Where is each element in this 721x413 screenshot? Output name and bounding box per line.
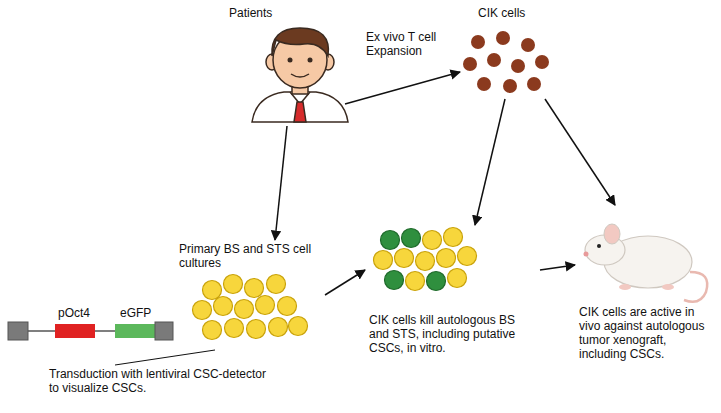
patient-icon (252, 28, 348, 122)
mouse (584, 224, 708, 302)
arrow (275, 126, 287, 240)
patient-group: Patients (215, 4, 345, 126)
tumor-cells (193, 275, 308, 340)
node-text: Transduction with lentiviral CSC-detecto… (49, 367, 268, 395)
xenograft-group: CIK cells are active in vivo against aut… (575, 205, 715, 385)
arrow (345, 72, 460, 104)
arrow (475, 99, 505, 225)
lentiviral-construct (8, 322, 173, 340)
node-text: CIK cells are active in vivo against aut… (579, 305, 713, 361)
node-text: Patients (229, 6, 343, 20)
arrow (540, 265, 575, 270)
culture-group: Primary BS and STS cell cultures (175, 240, 325, 350)
node-text: CIK cells (478, 6, 558, 20)
reporter-label: eGFP (120, 306, 151, 320)
cik-cell-group: CIK cells (460, 4, 560, 99)
arrow (325, 270, 365, 295)
leader-line (115, 350, 215, 365)
annotation-box: Transduction with lentiviral CSC-detecto… (45, 365, 270, 405)
node-text: CIK cells kill autologous BS and STS, in… (369, 313, 538, 355)
promoter-label: pOct4 (58, 306, 90, 320)
cik-cells (463, 31, 549, 93)
node-text: Primary BS and STS cell cultures (179, 242, 323, 270)
edge-label: Ex vivo T cell Expansion (364, 30, 454, 58)
killing-group: CIK cells kill autologous BS and STS, in… (365, 225, 540, 375)
tumor-cells-with-cscs (374, 228, 477, 291)
arrow (545, 99, 615, 205)
